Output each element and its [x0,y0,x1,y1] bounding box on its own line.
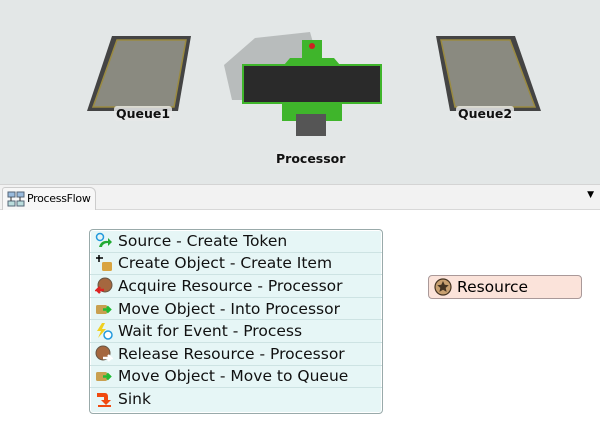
queue2-label: Queue2 [456,106,515,121]
activity-move-object-to-queue[interactable]: Move Object - Move to Queue [90,366,382,389]
dropdown-arrow-icon[interactable]: ▼ [587,190,594,200]
tab-processflow[interactable]: ProcessFlow [2,187,96,210]
activity-label: Sink [118,390,151,409]
activity-label: Source - Create Token [118,231,288,250]
processor-label: Processor [274,151,348,166]
activity-create-object[interactable]: Create Object - Create Item [90,253,382,276]
create-object-icon [96,255,112,272]
activity-label: Move Object - Move to Queue [118,367,349,386]
activity-release-resource[interactable]: Release Resource - Processor [90,343,382,366]
resource-block[interactable]: Resource [428,275,582,299]
queue1-shape[interactable] [87,36,191,111]
move-object-icon [96,372,112,382]
acquire-resource-icon [95,277,113,294]
queue1-label: Queue1 [114,106,173,121]
activity-move-object-into-processor[interactable]: Move Object - Into Processor [90,298,382,321]
queue2-shape[interactable] [436,36,541,111]
activity-source[interactable]: Source - Create Token [90,230,382,253]
move-object-icon [96,304,112,314]
processflow-icon [7,191,25,207]
activity-label: Release Resource - Processor [118,344,345,363]
processor-shape[interactable] [224,32,382,136]
resource-label: Resource [457,278,529,296]
tab-label: ProcessFlow [27,192,91,205]
3d-model-view[interactable]: Queue1 Processor Queue2 [0,0,600,184]
activity-sink[interactable]: Sink [90,388,382,411]
wait-event-icon [97,323,113,340]
activity-acquire-resource[interactable]: Acquire Resource - Processor [90,275,382,298]
activity-list[interactable]: Source - Create Token Create Object - Cr… [89,229,383,414]
activity-label: Create Object - Create Item [118,254,333,273]
activity-label: Wait for Event - Process [118,322,303,341]
activity-wait-for-event[interactable]: Wait for Event - Process [90,320,382,343]
resource-icon [434,278,452,296]
activity-label: Acquire Resource - Processor [118,276,343,295]
panel-tab-bar: ProcessFlow ▼ [0,184,600,210]
activity-label: Move Object - Into Processor [118,299,340,318]
source-icon [95,232,112,247]
release-resource-icon [95,345,113,362]
sink-icon [97,393,111,408]
